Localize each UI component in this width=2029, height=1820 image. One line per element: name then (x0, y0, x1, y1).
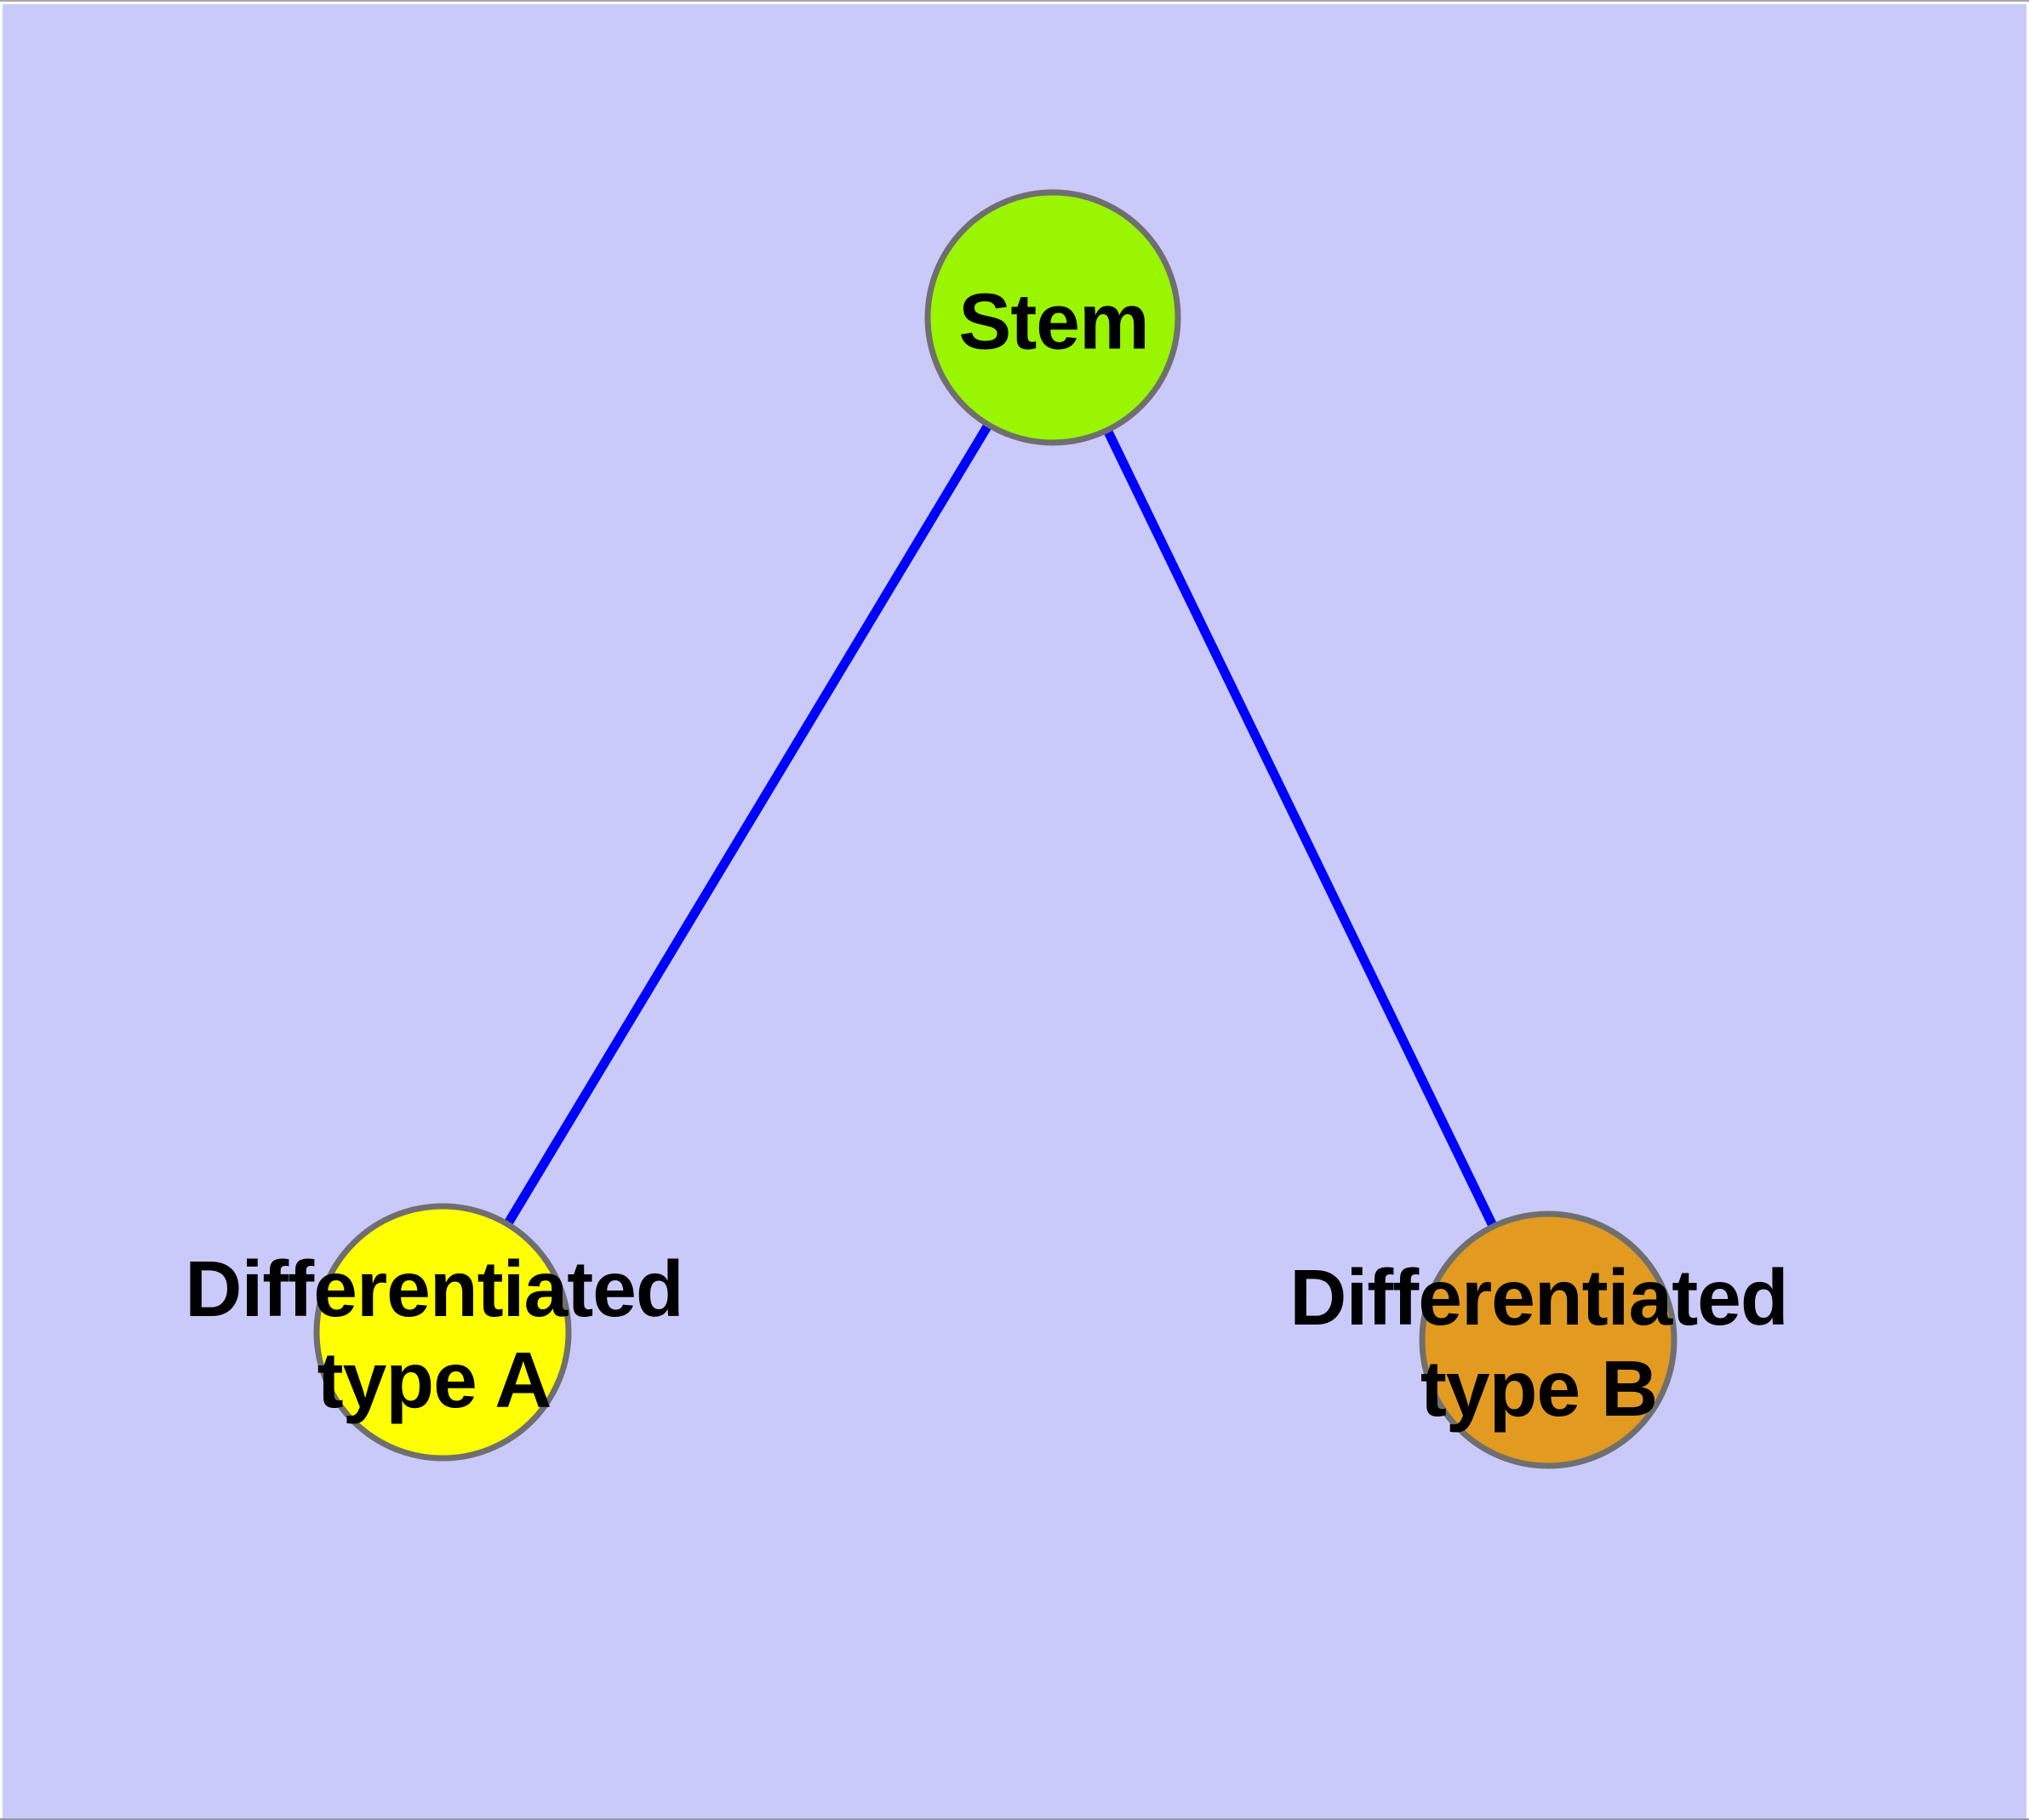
node-differentiated-type-b-circle (1419, 1210, 1677, 1469)
top-edge-line (0, 0, 2029, 2)
edge-stem-to-type-b (1049, 315, 1552, 1342)
edge-stem-to-type-a (438, 315, 1057, 1335)
bottom-edge-line (0, 1818, 2029, 1820)
node-differentiated-type-b-label: Differentiated type B (1289, 1253, 1788, 1433)
node-stem-label: Stem (958, 277, 1149, 366)
node-stem-circle (924, 189, 1181, 446)
node-differentiated-type-a-label: Differentiated type A (185, 1245, 683, 1424)
node-differentiated-type-a-circle (313, 1203, 572, 1462)
